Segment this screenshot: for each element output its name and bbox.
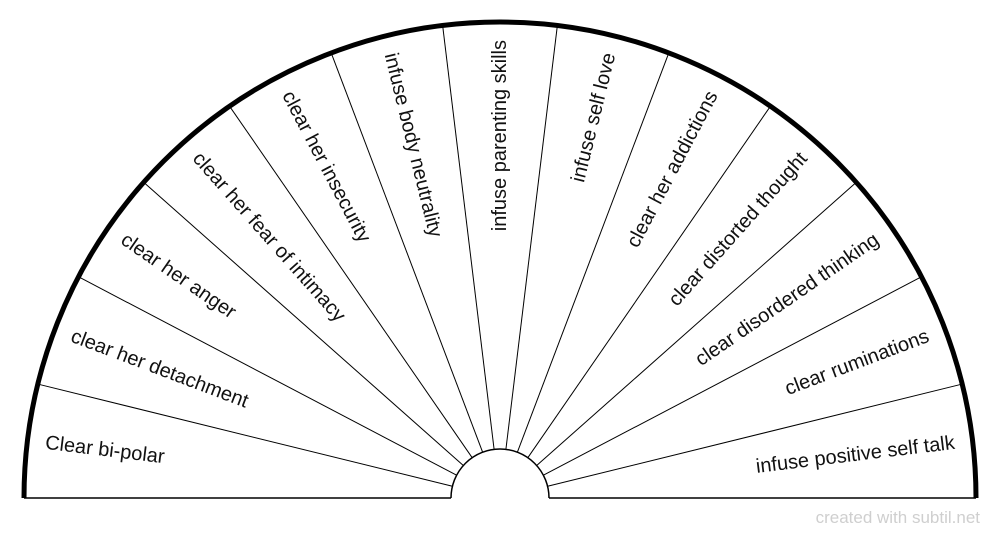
segment-divider: [144, 183, 464, 466]
segment-label: clear ruminations: [782, 325, 932, 400]
watermark-credit: created with subtil.net: [815, 508, 980, 527]
segment-label: clear her insecurity: [277, 87, 374, 246]
segment-divider: [543, 277, 920, 476]
segment-divider: [505, 27, 558, 450]
segment-divider: [516, 54, 669, 453]
segment-label: infuse self love: [567, 51, 620, 185]
segment-divider: [547, 384, 961, 487]
outer-arc: [21, 19, 979, 499]
segment-divider: [80, 277, 457, 476]
segment-label: Clear bi-polar: [44, 432, 166, 468]
segment-divider: [230, 107, 473, 458]
segment-divider: [442, 27, 495, 450]
segment-divider: [39, 384, 453, 487]
segment-label: clear her anger: [117, 229, 240, 324]
segment-label: infuse parenting skills: [489, 40, 511, 231]
segment-label: clear her detachment: [68, 325, 252, 412]
segment-label: infuse body neutrality: [380, 51, 447, 240]
segment-dividers: [39, 27, 961, 487]
segment-divider: [331, 54, 484, 453]
segment-divider: [527, 107, 770, 458]
inner-hub-arc: [450, 448, 550, 499]
segment-label: infuse positive self talk: [755, 432, 957, 478]
segment-label: clear her addictions: [623, 87, 723, 251]
segment-divider: [536, 183, 856, 466]
